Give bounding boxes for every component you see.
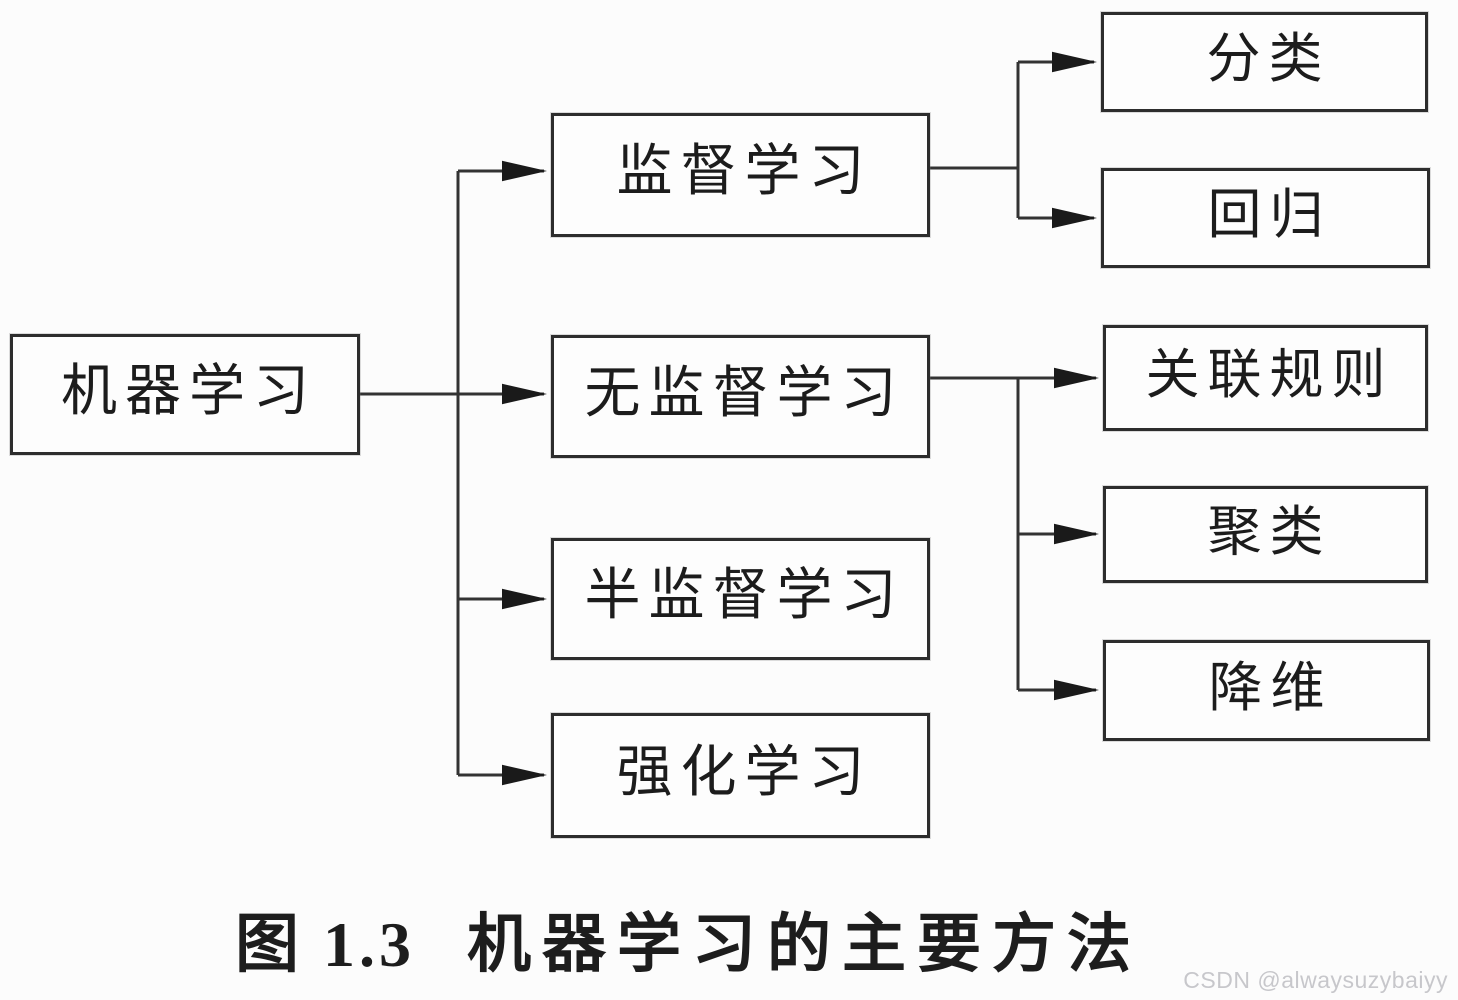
node-classification-label: 分类 (1206, 29, 1331, 89)
node-regression-label: 回归 (1207, 185, 1332, 245)
node-dimensionality-reduction-label: 降维 (1208, 657, 1333, 718)
node-clustering: 聚类 (1103, 486, 1428, 583)
figure-title: 机器学习的主要方法 (467, 909, 1142, 980)
node-association-rules: 关联规则 (1103, 325, 1428, 431)
node-supervised-learning: 监督学习 (551, 113, 930, 237)
node-unsupervised-learning-label: 无监督学习 (584, 362, 905, 425)
node-dimensionality-reduction: 降维 (1103, 640, 1430, 741)
node-reinforcement-learning-label: 强化学习 (616, 741, 873, 804)
node-reinforcement-learning: 强化学习 (551, 713, 930, 838)
node-classification: 分类 (1101, 12, 1428, 112)
figure-caption: 图 1.3 机器学习的主要方法 (235, 893, 1225, 985)
watermark: CSDN @alwaysuzybaiyy (1183, 967, 1448, 993)
node-semi-supervised-learning: 半监督学习 (551, 538, 930, 660)
node-association-rules-label: 关联规则 (1145, 345, 1394, 405)
node-supervised-learning-label: 监督学习 (616, 141, 873, 203)
node-semi-supervised-learning-label: 半监督学习 (584, 565, 905, 627)
figure-number: 图 1.3 (235, 909, 415, 980)
node-unsupervised-learning: 无监督学习 (551, 335, 930, 458)
node-machine-learning: 机器学习 (10, 334, 360, 455)
node-machine-learning-label: 机器学习 (61, 360, 317, 423)
node-clustering-label: 聚类 (1207, 501, 1332, 562)
node-regression: 回归 (1101, 168, 1430, 268)
